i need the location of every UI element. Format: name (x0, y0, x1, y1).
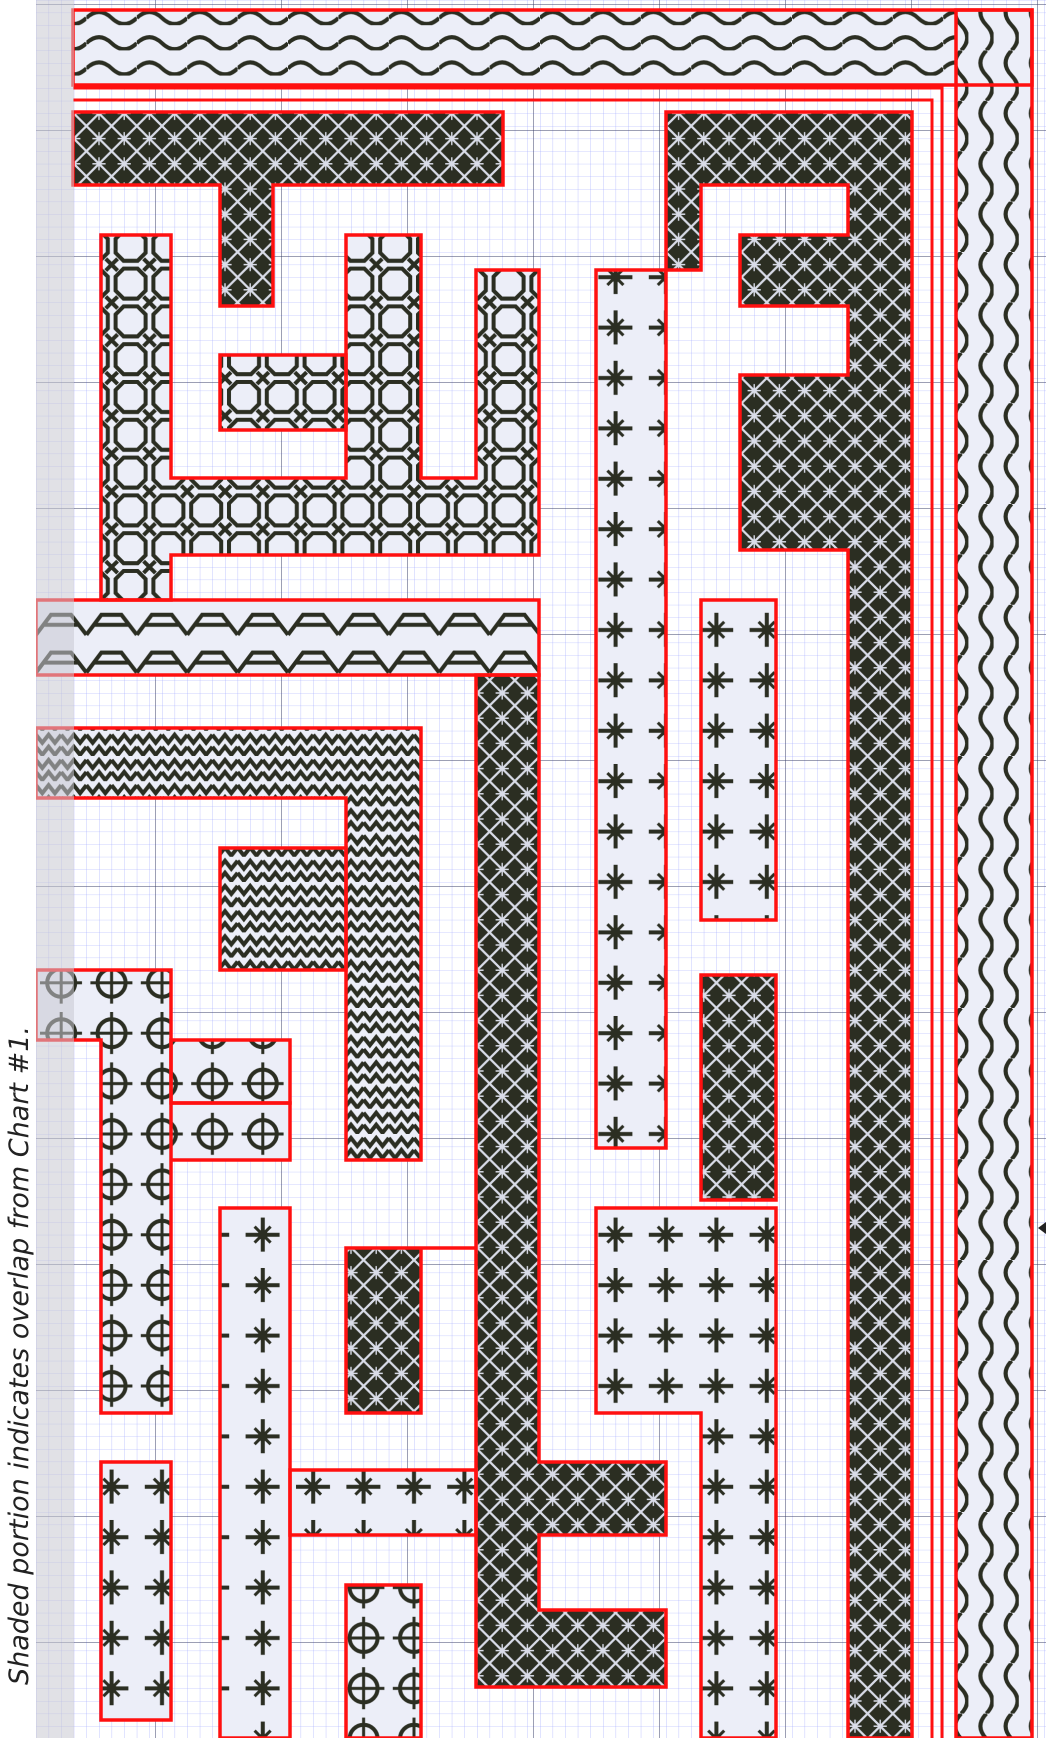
stitch-region-cross-right-b (701, 600, 776, 920)
blackwork-chart (36, 0, 1046, 1738)
stitch-region-flower-bottom-b (290, 1470, 476, 1535)
overlap-shade (36, 0, 74, 1738)
stitch-region-vine-top (73, 10, 1032, 85)
stitch-region-braid-band (36, 600, 539, 675)
stitch-region-octagon-mid (220, 355, 346, 430)
stitch-region-zigzag-b (220, 848, 346, 970)
caption-text: Shaded portion indicates overlap from Ch… (3, 19, 36, 1719)
stitch-region-flower-mid-b (346, 1585, 421, 1738)
chart-caption: Shaded portion indicates overlap from Ch… (0, 0, 36, 1738)
stitch-region-diamond-right-c (701, 975, 776, 1200)
stitch-region-cross-right (596, 270, 666, 1148)
stitch-region-vine-right (956, 10, 1032, 1738)
edge-arrow-icon (1038, 1222, 1046, 1234)
stitch-region-flower-bottom (220, 1208, 290, 1738)
stitch-region-flower-left-b (101, 1462, 171, 1720)
stitch-region-rosette-mid (171, 1040, 290, 1103)
